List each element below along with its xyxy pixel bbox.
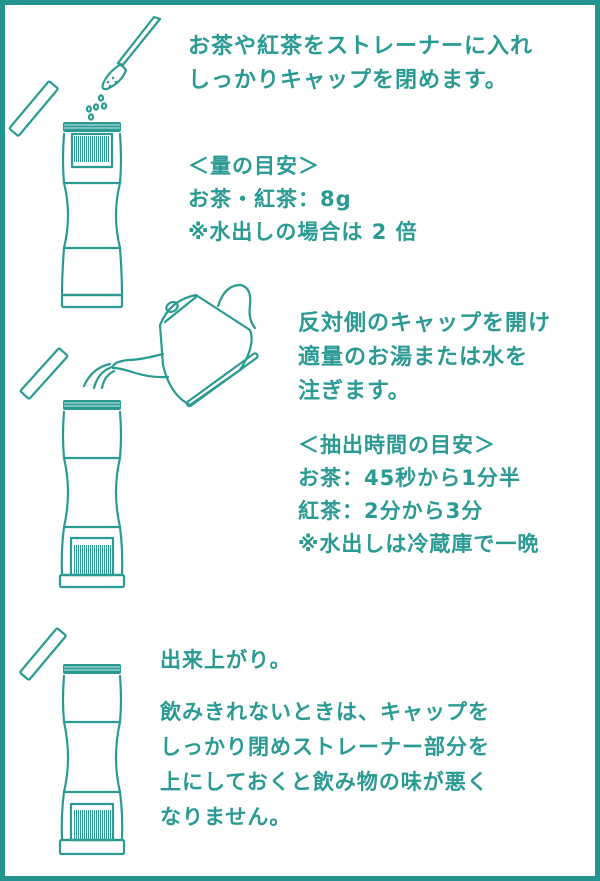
bottle-icon <box>58 400 126 589</box>
bottle-icon <box>60 122 124 309</box>
water-stream-icon <box>82 362 116 390</box>
instruction-line: 反対側のキャップを開け <box>298 311 552 336</box>
step-2-instruction: 反対側のキャップを開け 適量のお湯または水を 注ぎます。 <box>298 307 551 409</box>
instruction-line: しっかりキャップを閉めます。 <box>188 68 508 93</box>
guide-heading: ＜量の目安＞ <box>188 154 320 178</box>
instruction-line: しっかり閉めストレーナー部分を <box>160 735 490 759</box>
guide-line: ※水出しは冷蔵庫で一晩 <box>298 532 540 556</box>
step-1-instruction: お茶や紅茶をストレーナーに入れ しっかりキャップを閉めます。 <box>188 30 533 98</box>
guide-line: お茶・紅茶：8g <box>188 187 352 211</box>
step-2-brewing-time-guide: ＜抽出時間の目安＞ お茶：45秒から1分半 紅茶：2分から3分 ※水出しは冷蔵庫… <box>298 429 539 561</box>
guide-line: お茶：45秒から1分半 <box>298 466 521 490</box>
step-3-instruction: 飲みきれないときは、キャップを しっかり閉めストレーナー部分を 上にしておくと飲… <box>160 695 490 835</box>
instruction-line: 適量のお湯または水を <box>298 345 529 370</box>
spoon-icon <box>101 15 162 91</box>
tea-leaves-icon <box>85 94 108 121</box>
instruction-line: 注ぎます。 <box>298 379 411 404</box>
teapot-icon <box>111 283 259 408</box>
instruction-line: 上にしておくと飲み物の味が悪く <box>160 770 489 794</box>
cap-icon <box>19 627 67 681</box>
bottle-icon <box>58 664 126 856</box>
instruction-line: お茶や紅茶をストレーナーに入れ <box>188 34 534 59</box>
cap-icon <box>8 80 59 137</box>
instruction-line: なりません。 <box>160 805 292 829</box>
step-3-title: 出来上がり。 <box>160 648 292 672</box>
guide-line: ※水出しの場合は 2 倍 <box>188 220 418 244</box>
step-1-amount-guide: ＜量の目安＞ お茶・紅茶：8g ※水出しの場合は 2 倍 <box>188 150 418 249</box>
guide-heading: ＜抽出時間の目安＞ <box>298 433 496 457</box>
instruction-line: 飲みきれないときは、キャップを <box>160 700 490 724</box>
cap-icon <box>19 347 69 400</box>
guide-line: 紅茶：2分から3分 <box>298 499 484 523</box>
